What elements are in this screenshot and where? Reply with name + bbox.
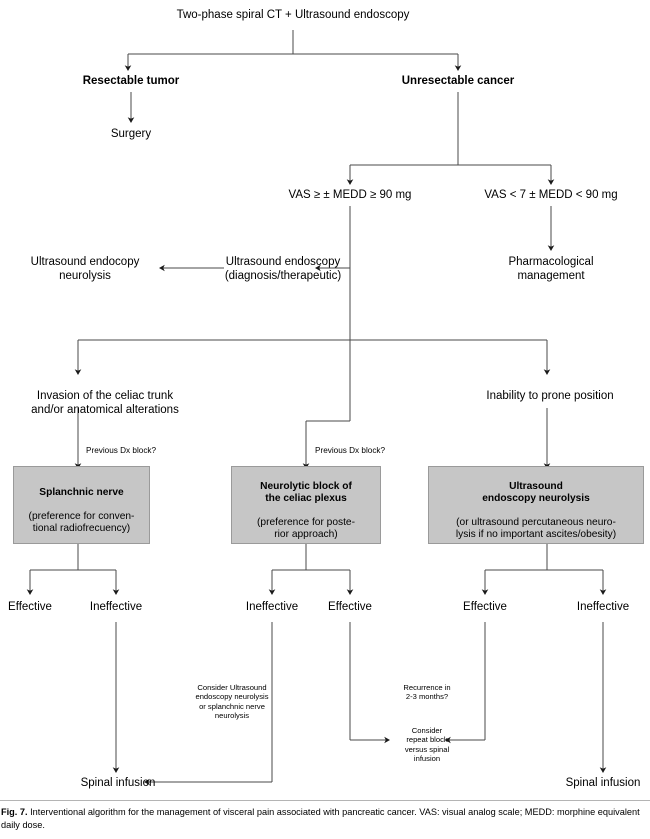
note-consider-ultrasound-neurolysis: Consider Ultrasound endoscopy neurolysis… [195,683,269,720]
connector-lines [26,30,607,786]
box-ultrasound-title: Ultrasound endoscopy neurolysis [482,480,590,504]
box-neurolytic-block-celiac-plexus[interactable]: Neurolytic block of the celiac plexus (p… [231,466,381,544]
label-previous-dx-block-middle: Previous Dx block? [315,446,386,455]
node-vas-low: VAS < 7 ± MEDD < 90 mg [484,189,618,201]
outcome-effective-right: Effective [463,601,507,613]
label-previous-dx-block-left: Previous Dx block? [86,446,157,455]
caption-divider [0,800,650,801]
box-splanchnic-title: Splanchnic nerve [39,486,124,498]
flowchart-canvas: Two-phase spiral CT + Ultrasound endosco… [8,9,644,789]
node-invasion-celiac-trunk: Invasion of the celiac trunk and/or anat… [31,390,179,417]
node-surgery: Surgery [110,128,152,140]
box-splanchnic-nerve[interactable]: Splanchnic nerve (preference for conven-… [13,466,150,544]
node-unresectable-cancer: Unresectable cancer [401,75,515,87]
node-vas-high: VAS ≥ ± MEDD ≥ 90 mg [288,189,412,201]
figure-caption: Fig. 7. Interventional algorithm for the… [0,800,650,832]
node-ultrasound-endoscopy: Ultrasound endoscopy (diagnosis/therapeu… [224,256,342,283]
node-root-imaging: Two-phase spiral CT + Ultrasound endosco… [176,9,410,21]
note-consider-repeat-block: Consider repeat block versus spinal infu… [404,726,450,763]
box-neurolytic-title: Neurolytic block of the celiac plexus [260,480,352,504]
figure-label: Fig. 7. [1,807,28,817]
box-ultrasound-endoscopy-neurolysis[interactable]: Ultrasound endoscopy neurolysis (or ultr… [428,466,644,544]
node-ultrasound-endoscopy-neurolysis: Ultrasound endocopy neurolysis [30,256,140,283]
box-neurolytic-detail: (preference for poste- rior approach) [257,517,355,541]
figure-caption-text: Interventional algorithm for the managem… [1,807,640,831]
outcome-ineffective-right: Ineffective [576,601,630,613]
node-resectable-tumor: Resectable tumor [82,75,180,87]
box-splanchnic-detail: (preference for conven- tional radiofrec… [28,511,135,535]
node-spinal-infusion-left: Spinal infusion [80,777,156,789]
outcome-ineffective-middle: Ineffective [245,601,299,613]
node-inability-prone-position: Inability to prone position [486,390,614,402]
outcome-ineffective-left: Ineffective [89,601,143,613]
outcome-effective-left: Effective [8,601,52,613]
outcome-effective-middle: Effective [328,601,372,613]
node-spinal-infusion-right: Spinal infusion [565,777,641,789]
note-recurrence-2-3-months: Recurrence in 2-3 months? [403,683,451,702]
box-ultrasound-detail: (or ultrasound percutaneous neuro- lysis… [455,517,617,541]
node-pharmacological-management: Pharmacological management [508,256,594,283]
